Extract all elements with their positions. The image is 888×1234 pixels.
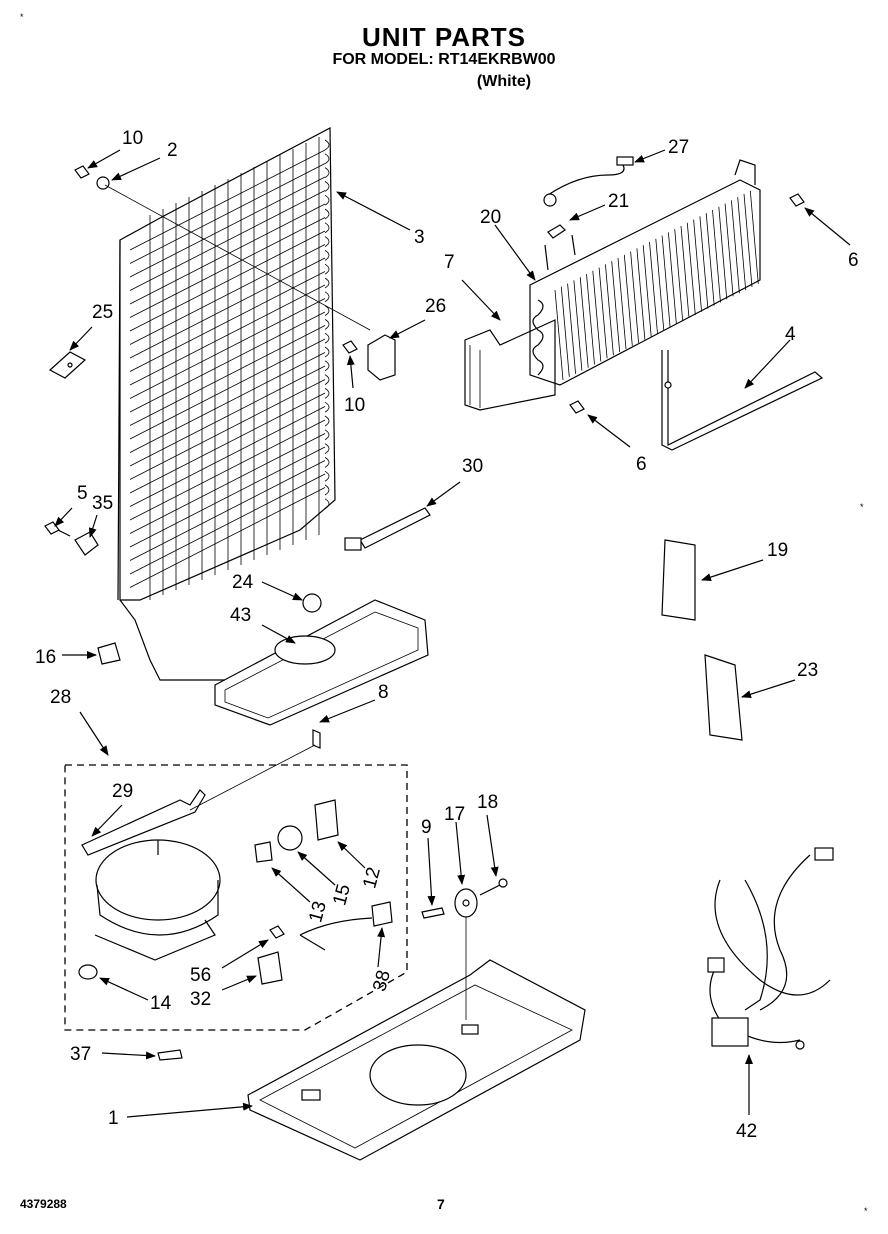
callout-24: 24 <box>232 572 254 593</box>
callout-26: 26 <box>425 296 446 317</box>
screw-5 <box>44 521 71 537</box>
sensor-lead-wire <box>547 164 625 196</box>
callout-18: 18 <box>477 792 498 813</box>
callout-7: 7 <box>444 252 455 273</box>
callout-21: 21 <box>608 191 629 212</box>
wire-harness-42 <box>707 847 834 1050</box>
compressor-kit-boundary <box>64 764 408 1031</box>
fan-blade-17 <box>454 888 478 918</box>
drain-tube <box>344 507 431 551</box>
callout-12: 12 <box>359 865 385 891</box>
wire-harness-38 <box>299 901 393 951</box>
screw-10-mid <box>342 340 358 354</box>
callout-10-mid: 10 <box>344 395 365 416</box>
callout-4: 4 <box>785 324 796 345</box>
model-line: FOR MODEL: RT14EKRBW00 <box>332 51 556 68</box>
bracket-25 <box>48 351 87 379</box>
insulation-pad-23 <box>704 654 743 741</box>
callout-32: 32 <box>190 989 211 1010</box>
callout-17: 17 <box>444 804 465 825</box>
defrost-heater <box>661 350 824 451</box>
connector-plug <box>616 156 634 166</box>
leader-lines <box>54 149 851 1118</box>
callout-8: 8 <box>378 682 389 703</box>
bolt-axis-line <box>104 184 371 331</box>
callout-25: 25 <box>92 302 113 323</box>
process-line <box>189 744 316 811</box>
callout-14: 14 <box>150 993 172 1014</box>
callout-13: 13 <box>305 899 331 925</box>
callout-27: 27 <box>668 137 689 158</box>
callout-labels: 10 2 3 27 21 20 6 7 25 26 4 10 6 30 5 35… <box>35 128 859 1142</box>
bracket-26 <box>367 334 396 381</box>
document-number: 4379288 <box>20 1197 67 1211</box>
compressor <box>94 839 221 961</box>
callout-20: 20 <box>480 207 501 228</box>
machine-base <box>247 959 586 1161</box>
callout-19: 19 <box>767 540 788 561</box>
callout-6-right: 6 <box>848 250 859 271</box>
corner-mark-top-left: * <box>20 12 24 22</box>
drain-tube-8 <box>312 729 321 749</box>
callout-1: 1 <box>108 1108 119 1129</box>
clip-37 <box>157 1049 183 1061</box>
insulation-pad-19 <box>661 539 696 621</box>
capacitor-32 <box>257 951 283 985</box>
callout-56: 56 <box>190 965 211 986</box>
clip-35 <box>74 531 99 556</box>
overload-12 <box>314 799 339 841</box>
callout-10-top: 10 <box>122 128 143 149</box>
callout-28: 28 <box>50 687 71 708</box>
filter-drier-29 <box>81 789 206 856</box>
corner-mark-bottom-right: * <box>864 1206 868 1216</box>
sensor-leads <box>544 234 576 271</box>
callout-9: 9 <box>421 817 432 838</box>
color-line: (White) <box>476 73 532 90</box>
relay-15 <box>277 825 303 851</box>
sensor-clip <box>547 224 566 239</box>
condenser-coil <box>117 127 336 681</box>
thermostat-sensor <box>543 193 557 207</box>
corner-mark-right: * <box>860 502 864 512</box>
callout-16: 16 <box>35 647 56 668</box>
evaporator <box>464 159 761 411</box>
callout-35: 35 <box>92 493 113 514</box>
callout-2: 2 <box>167 140 178 161</box>
screw-6-mid <box>569 400 585 414</box>
page-number: 7 <box>437 1196 445 1212</box>
callout-43: 43 <box>230 605 251 626</box>
callout-30: 30 <box>462 456 483 477</box>
callout-37: 37 <box>70 1044 91 1065</box>
bracket-9 <box>421 907 445 919</box>
callout-6-mid: 6 <box>636 454 647 475</box>
callout-42: 42 <box>736 1121 757 1142</box>
callout-23: 23 <box>797 660 818 681</box>
callout-5: 5 <box>77 483 88 504</box>
screw-6-right <box>789 193 805 207</box>
grommet-14 <box>78 964 98 980</box>
callout-38: 38 <box>369 968 395 994</box>
screw-18 <box>479 878 508 896</box>
callout-29: 29 <box>112 781 133 802</box>
page-title: UNIT PARTS <box>361 22 527 52</box>
terminal-cover-13 <box>254 841 273 863</box>
callout-3: 3 <box>414 227 425 248</box>
screw-56 <box>269 925 285 939</box>
callout-15: 15 <box>329 882 355 908</box>
screw-10-top <box>74 165 110 190</box>
clip-16 <box>97 642 121 665</box>
